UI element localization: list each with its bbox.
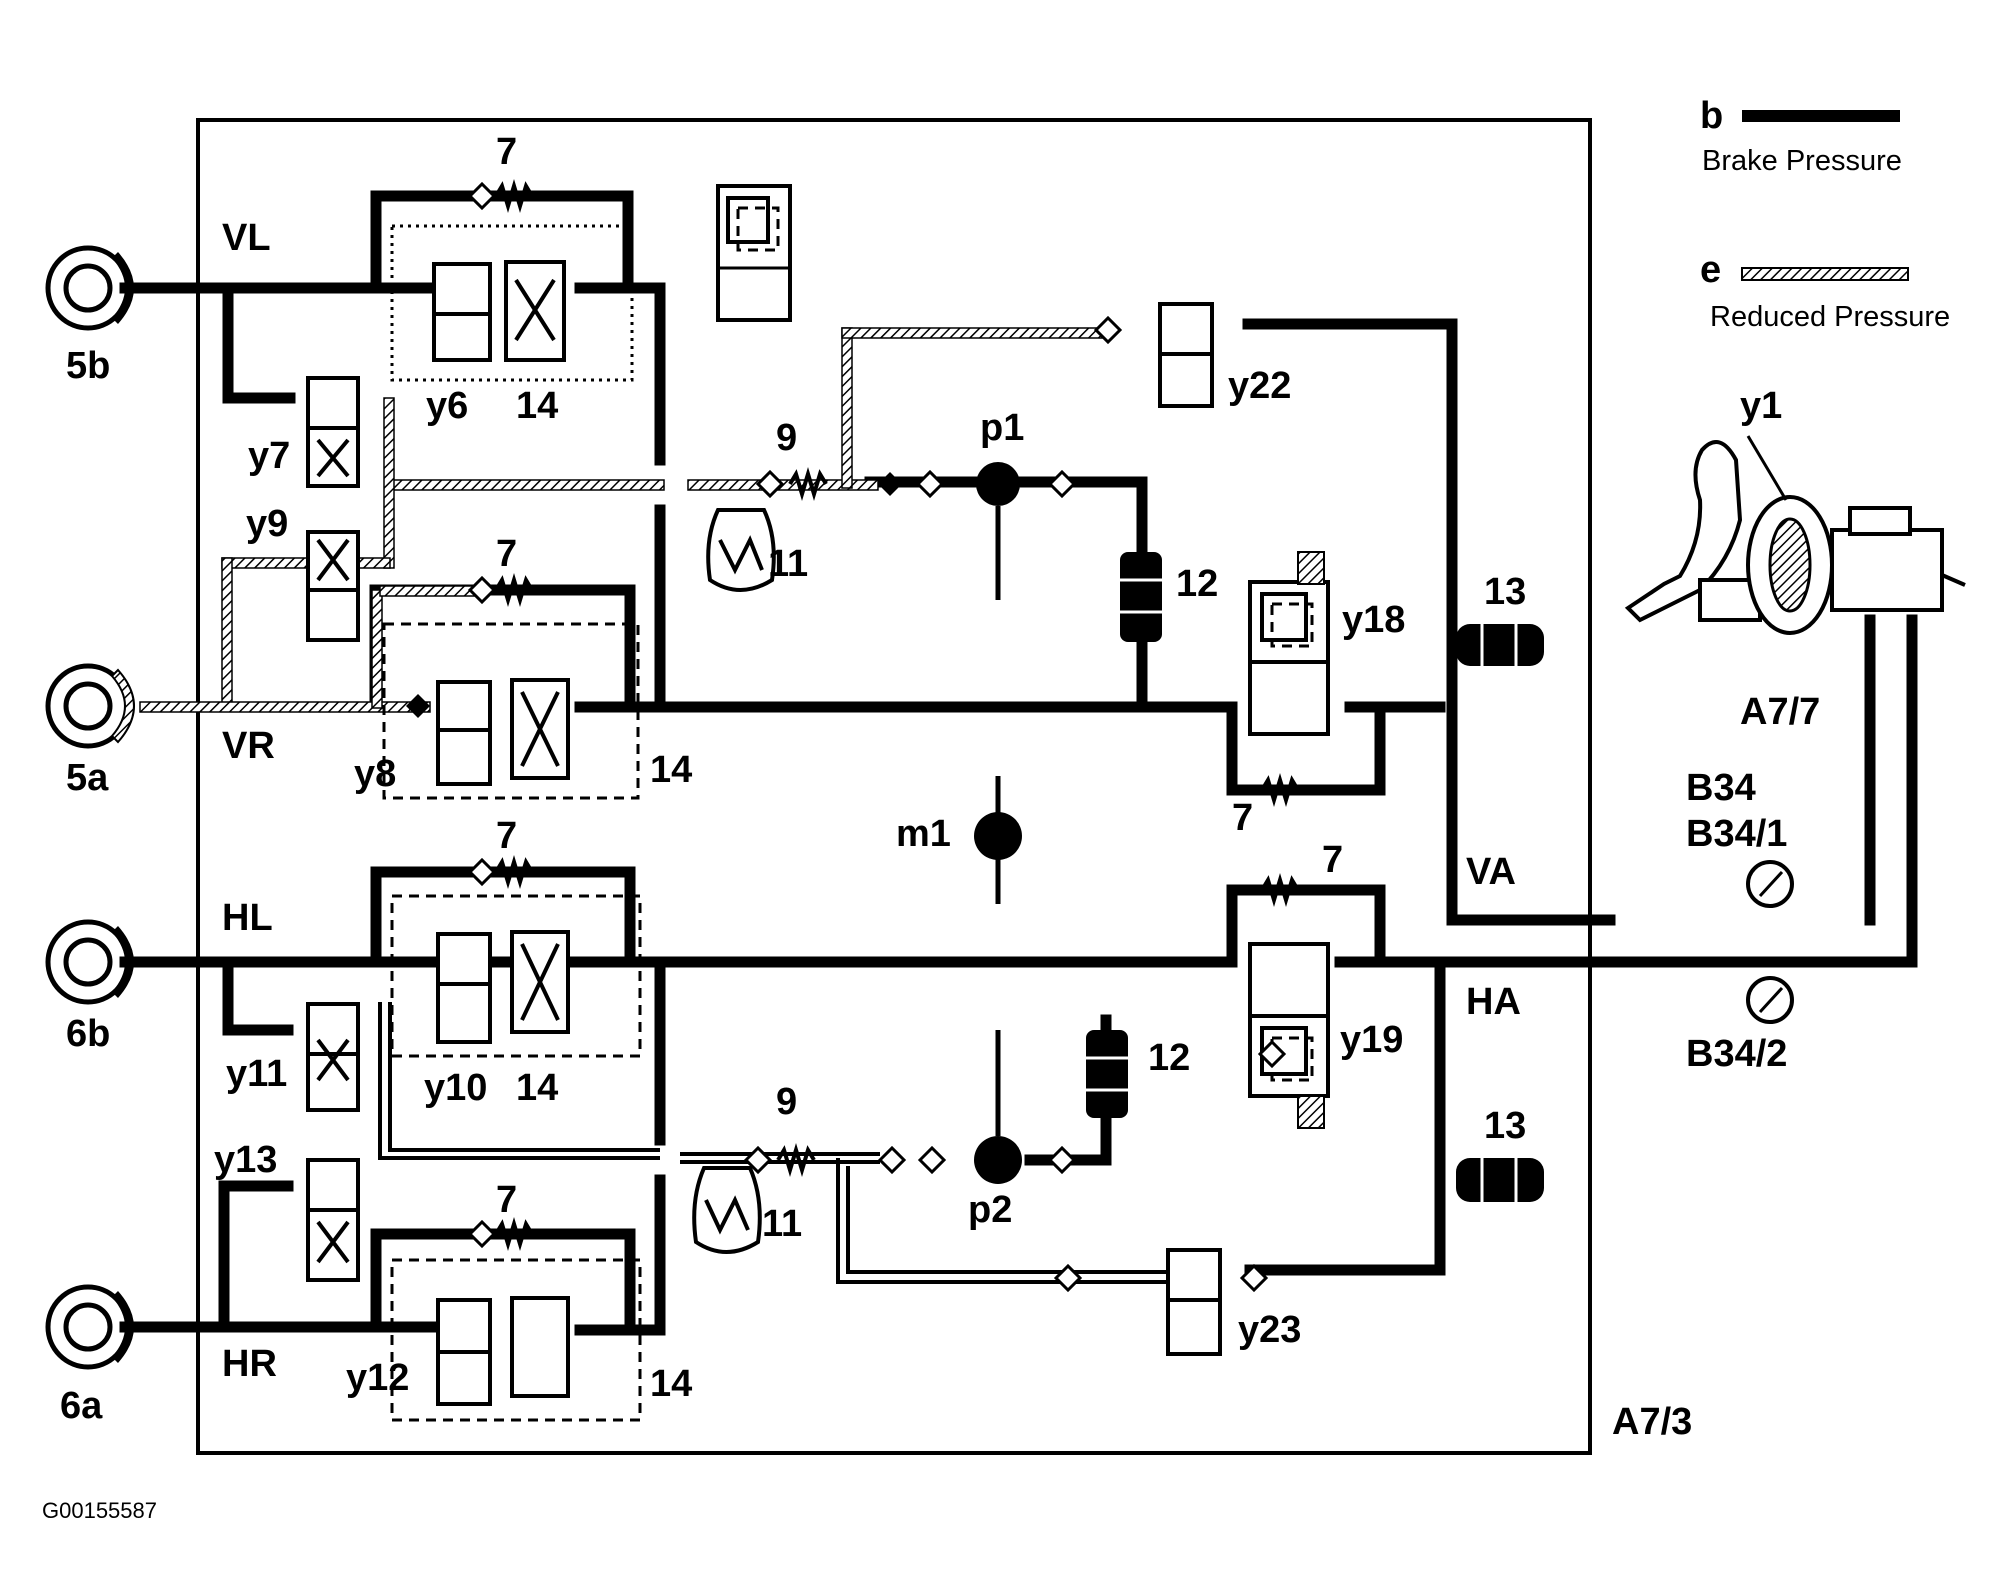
brake-booster-a77: y1 A7/7 xyxy=(1624,385,1966,733)
component-label-7-a: 7 xyxy=(496,131,517,173)
component-label-14-b: 14 xyxy=(650,749,692,791)
component-label-9-front: 9 xyxy=(776,417,797,459)
valve-label-y18: y18 xyxy=(1342,599,1405,641)
label-b341: B34/1 xyxy=(1686,813,1787,855)
valve-label-y6: y6 xyxy=(426,385,468,427)
valve-y22: y22 xyxy=(1158,302,1291,408)
valve-label-y12: y12 xyxy=(346,1357,409,1399)
circuit-label-VA: VA xyxy=(1466,851,1516,893)
control-unit-icon xyxy=(716,184,792,322)
component-label-14-c: 14 xyxy=(516,1067,558,1109)
module-label: A7/3 xyxy=(1612,1401,1692,1443)
legend-reduced-line xyxy=(1741,267,1909,281)
component-label-14-d: 14 xyxy=(650,1363,692,1405)
valve-label-y8: y8 xyxy=(354,753,396,795)
motor-label-m1: m1 xyxy=(896,813,951,855)
pressure-sensor-b342: B34/2 xyxy=(1686,976,1794,1075)
component-label-13-front: 13 xyxy=(1484,571,1526,613)
legend-key-b: b xyxy=(1700,95,1723,137)
pump-label-p1: p1 xyxy=(980,407,1024,449)
valve-y6: y6 xyxy=(426,260,566,427)
component-label-12-front: 12 xyxy=(1176,563,1218,605)
valve-y10: y10 xyxy=(424,930,570,1109)
damper-12-rear: 12 xyxy=(1086,1030,1190,1118)
wheel-label-6a: 6a xyxy=(60,1385,103,1427)
legend-brake-label: Brake Pressure xyxy=(1702,145,1902,177)
wheel-6b: 6b xyxy=(45,919,134,1055)
housing-y8-14 xyxy=(382,622,640,800)
valve-y11: y11 xyxy=(226,1002,360,1112)
label-y1: y1 xyxy=(1740,385,1782,427)
pump-label-p2: p2 xyxy=(968,1189,1012,1231)
valve-y9: y9 xyxy=(246,503,360,642)
valve-label-y7: y7 xyxy=(248,435,290,477)
valve-label-y19: y19 xyxy=(1340,1019,1403,1061)
pump-p1: p1 xyxy=(976,407,1024,600)
accumulator-11-rear: 11 xyxy=(692,1166,802,1254)
valve-label-y9: y9 xyxy=(246,503,288,545)
valve-y12: y12 xyxy=(346,1296,570,1406)
component-label-12-rear: 12 xyxy=(1148,1037,1190,1079)
component-label-9-rear: 9 xyxy=(776,1081,797,1123)
component-label-7-b: 7 xyxy=(496,533,517,575)
component-label-13-rear: 13 xyxy=(1484,1105,1526,1147)
valve-label-y13: y13 xyxy=(214,1139,277,1181)
valve-y18: y18 xyxy=(1248,551,1405,736)
motor-m1: m1 xyxy=(896,776,1022,904)
wheel-label-5a: 5a xyxy=(66,757,109,799)
reservoir-13-front: 13 xyxy=(1456,571,1544,666)
component-labels: 7 7 7 7 7 7 9 9 14 14 14 14 xyxy=(496,131,1343,1405)
accumulator-11-front: 11 xyxy=(706,508,808,592)
circuit-labels: VL VR HL HR VA HA xyxy=(222,217,1521,1385)
valve-label-y11: y11 xyxy=(226,1053,287,1095)
component-label-7-f: 7 xyxy=(1322,839,1343,881)
component-label-14-a: 14 xyxy=(516,385,558,427)
circuit-label-HR: HR xyxy=(222,1343,277,1385)
circuit-label-HL: HL xyxy=(222,897,273,939)
valve-label-y10: y10 xyxy=(424,1067,487,1109)
valve-y13: y13 xyxy=(214,1139,360,1282)
module-outline xyxy=(196,118,1592,1455)
circuit-label-VL: VL xyxy=(222,217,271,259)
label-a77: A7/7 xyxy=(1740,691,1820,733)
wheel-5a: 5a xyxy=(45,663,135,799)
circuit-label-VR: VR xyxy=(222,725,275,767)
wheel-label-5b: 5b xyxy=(66,345,110,387)
component-label-11-rear: 11 xyxy=(762,1203,802,1245)
housing-y10-14 xyxy=(390,894,642,1058)
valve-label-y22: y22 xyxy=(1228,365,1291,407)
pump-p2: p2 xyxy=(968,1030,1022,1231)
valve-y19: y19 xyxy=(1248,942,1403,1129)
circuit-label-HA: HA xyxy=(1466,981,1521,1023)
wheel-5b: 5b xyxy=(45,245,134,387)
valve-y7: y7 xyxy=(248,376,360,488)
valve-y23: y23 xyxy=(1166,1248,1301,1356)
figure-id: G00155587 xyxy=(42,1498,157,1523)
housing-y12-14 xyxy=(390,1258,642,1422)
damper-12-front: 12 xyxy=(1120,552,1218,642)
pressure-sensor-b34-b341: B34 B34/1 xyxy=(1686,767,1794,908)
legend-reduced-label: Reduced Pressure xyxy=(1710,301,1950,333)
check-valves xyxy=(406,181,1287,1293)
component-label-7-d: 7 xyxy=(496,1179,517,1221)
reservoir-13-rear: 13 xyxy=(1456,1105,1544,1202)
housing-y6-14 xyxy=(390,224,634,382)
legend-key-e: e xyxy=(1700,249,1721,291)
component-label-11-front: 11 xyxy=(768,543,808,585)
legend: b Brake Pressure e Reduced Pressure xyxy=(1700,95,1950,333)
spring-symbols xyxy=(494,179,1300,1251)
valve-y8: y8 xyxy=(354,678,570,795)
component-label-7-c: 7 xyxy=(496,815,517,857)
wheel-6a: 6a xyxy=(45,1284,134,1427)
valve-label-y23: y23 xyxy=(1238,1309,1301,1351)
wheel-label-6b: 6b xyxy=(66,1013,110,1055)
component-label-7-e: 7 xyxy=(1232,797,1253,839)
label-b342: B34/2 xyxy=(1686,1033,1787,1075)
label-b34: B34 xyxy=(1686,767,1756,809)
